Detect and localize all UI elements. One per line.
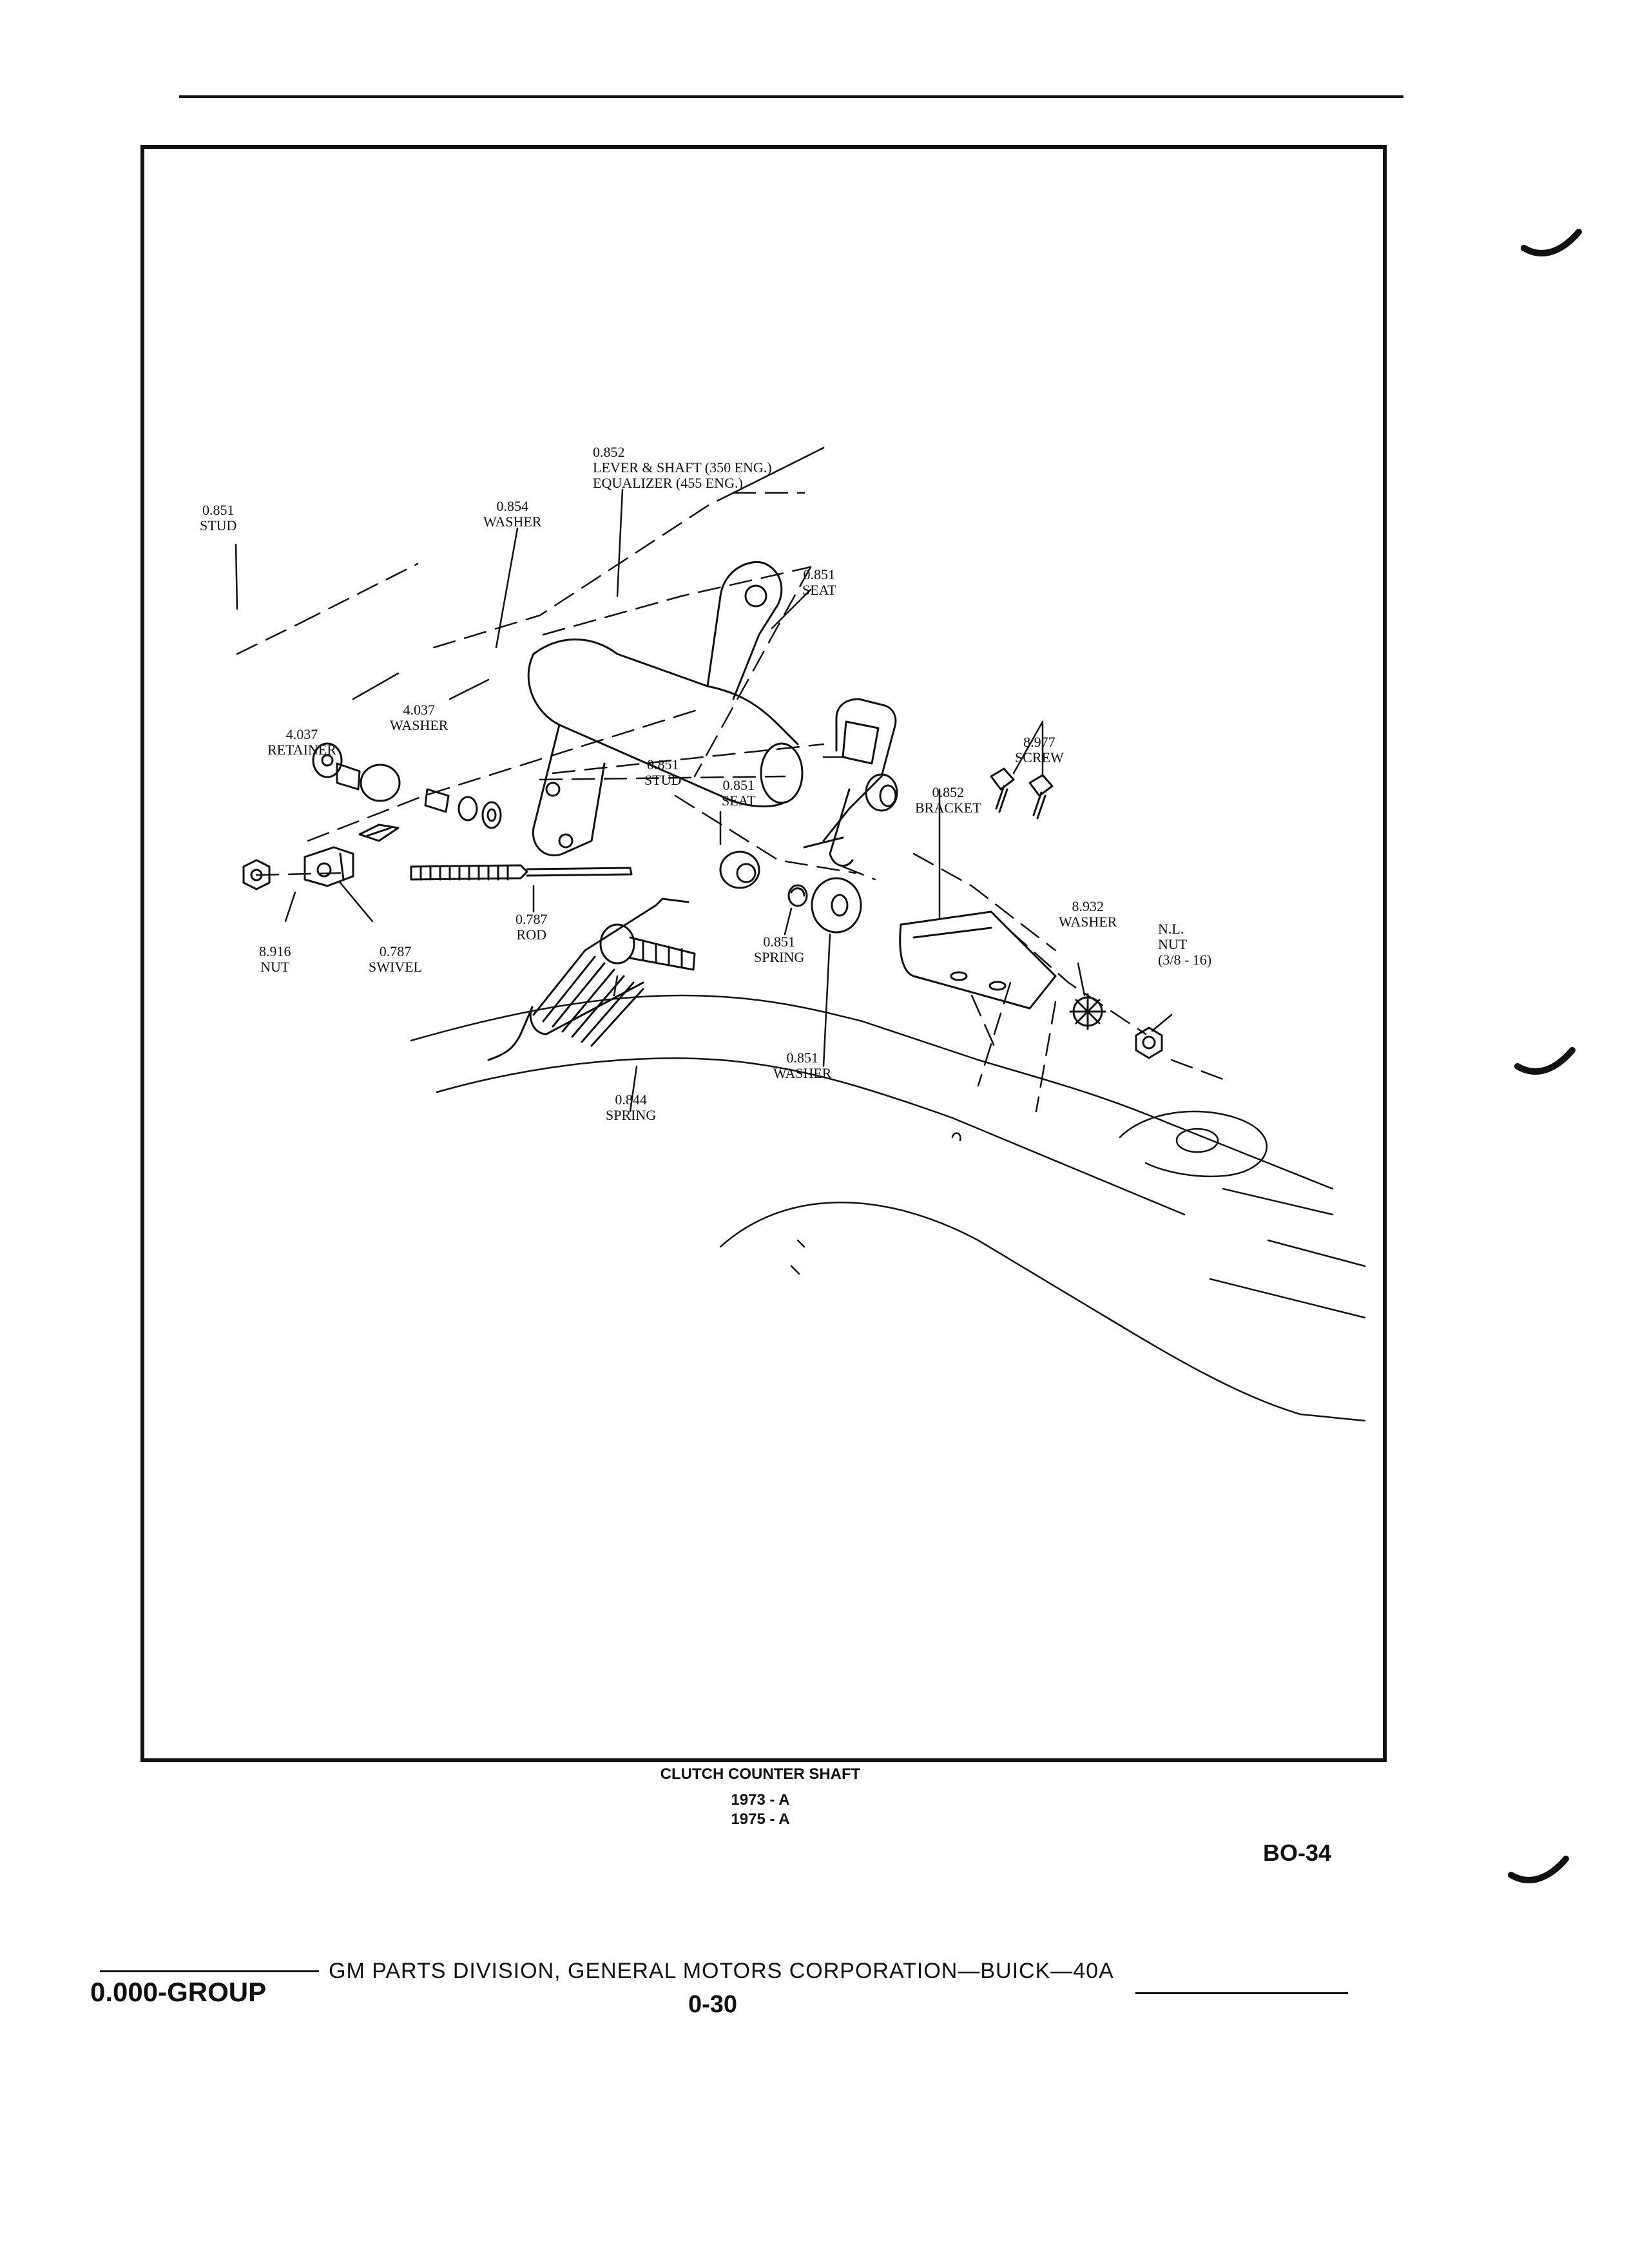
screw-parts: [990, 767, 1054, 820]
callout-spring-851: 0.851 SPRING: [754, 934, 804, 965]
part-number: 0.851: [646, 756, 679, 773]
part-number: 0.844: [615, 1091, 647, 1108]
chassis-contours: [410, 994, 1366, 1422]
callout-nut-nl: N.L. NUT (3/8 - 16): [1158, 921, 1211, 968]
part-number: 0.787: [516, 911, 548, 927]
stud-part: [312, 742, 401, 802]
part-name: SPRING: [606, 1107, 657, 1123]
callout-screw: 8.977 SCREW: [1015, 735, 1064, 765]
callout-nut-8916: 8.916 NUT: [259, 944, 291, 975]
callout-bracket: 0.852 BRACKET: [915, 785, 981, 816]
part-name: LEVER & SHAFT (350 ENG.): [593, 459, 772, 476]
diagram-caption-year-2: 1975 - A: [731, 1811, 790, 1828]
part-name: WASHER: [390, 717, 448, 733]
clutch-pedal-arm: [803, 698, 897, 867]
part-name: SWIVEL: [369, 959, 423, 975]
part-number: 4.037: [403, 702, 435, 718]
diagram-frame: [140, 145, 1387, 1762]
part-name: ROD: [516, 927, 546, 943]
footer-rule-left: [100, 1970, 319, 1972]
alignment-lines: [236, 447, 1224, 1113]
diagram-caption-year-1: 1973 - A: [731, 1791, 790, 1809]
callout-spring-844: 0.844 SPRING: [606, 1092, 656, 1123]
page-code: BO-34: [1263, 1840, 1332, 1866]
callout-lever-shaft: 0.852 LEVER & SHAFT (350 ENG.) EQUALIZER…: [593, 445, 772, 491]
callout-rod: 0.787 ROD: [516, 912, 548, 943]
part-number: 0.787: [379, 943, 412, 959]
lever-and-shaft-part: [527, 561, 804, 857]
part-number: 8.977: [1023, 734, 1055, 750]
seat-part-mid: [719, 850, 760, 889]
footer-group: 0.000-GROUP: [90, 1977, 267, 2007]
top-rule: [179, 95, 1403, 98]
callout-washer-8932: 8.932 WASHER: [1059, 899, 1117, 930]
footer-rule-right: [1135, 1992, 1348, 1994]
seat-part-top: [865, 773, 898, 812]
retainer-part: [358, 823, 400, 842]
part-name-alt: EQUALIZER (455 ENG.): [593, 475, 743, 491]
part-name: STUD: [644, 772, 682, 788]
part-number: 0.851: [202, 502, 235, 518]
callout-washer-851: 0.851 WASHER: [773, 1050, 831, 1081]
callout-stud-top: 0.851 STUD: [200, 503, 236, 533]
part-number: 0.851: [803, 566, 836, 582]
part-size: (3/8 - 16): [1158, 952, 1212, 968]
part-name: SPRING: [754, 949, 805, 965]
part-number: N.L.: [1158, 921, 1184, 937]
part-number: 0.851: [763, 934, 795, 950]
callout-seat-top: 0.851 SEAT: [802, 567, 836, 598]
washer-part-large: [811, 877, 862, 934]
part-name: WASHER: [483, 514, 542, 530]
callout-retainer: 4.037 RETAINER: [267, 727, 336, 758]
rod-part: [410, 864, 633, 881]
part-name: SEAT: [802, 582, 836, 598]
washer-part-4037: [424, 788, 478, 822]
star-washer-part: [1069, 993, 1106, 1030]
part-name: BRACKET: [915, 800, 981, 816]
callout-swivel: 0.787 SWIVEL: [369, 944, 422, 975]
part-name: SEAT: [722, 793, 756, 809]
callout-washer-854: 0.854 WASHER: [483, 499, 541, 530]
binder-hole-mark: [1508, 1856, 1569, 1883]
part-name: NUT: [260, 959, 290, 975]
part-number: 4.037: [285, 726, 318, 742]
part-name: SCREW: [1015, 749, 1064, 765]
part-name: STUD: [200, 517, 237, 533]
leader-lines: [235, 488, 1173, 1113]
part-number: 8.932: [1072, 898, 1104, 914]
hex-nut-part: [1135, 1026, 1163, 1059]
diagram-caption-title: CLUTCH COUNTER SHAFT: [660, 1765, 861, 1783]
nut-part-8916: [242, 859, 271, 890]
part-name: RETAINER: [267, 742, 337, 758]
stud-part-mid: [599, 923, 696, 971]
binder-hole-mark: [1514, 1047, 1576, 1075]
swivel-part: [304, 846, 354, 887]
exploded-parts-diagram: [235, 447, 1366, 1422]
small-spring-part: [787, 884, 808, 907]
part-name: WASHER: [1059, 914, 1117, 930]
footer-publisher: GM PARTS DIVISION, GENERAL MOTORS CORPOR…: [329, 1959, 1114, 1983]
part-number: 0.854: [496, 498, 528, 514]
part-number: 0.852: [593, 444, 625, 460]
part-name: WASHER: [773, 1065, 832, 1081]
callout-seat-mid: 0.851 SEAT: [722, 778, 756, 809]
part-name: NUT: [1158, 936, 1188, 952]
part-number: 0.852: [932, 784, 965, 800]
callout-washer-4037: 4.037 WASHER: [390, 702, 448, 733]
bracket-part: [899, 910, 1057, 1010]
part-number: 0.851: [722, 777, 755, 793]
binder-hole-mark: [1521, 229, 1582, 256]
part-number: 0.851: [786, 1050, 818, 1066]
washer-part-854: [481, 801, 502, 829]
part-number: 8.916: [259, 943, 291, 959]
callout-stud-mid: 0.851 STUD: [644, 757, 681, 788]
footer-page-number: 0-30: [688, 1991, 738, 2018]
